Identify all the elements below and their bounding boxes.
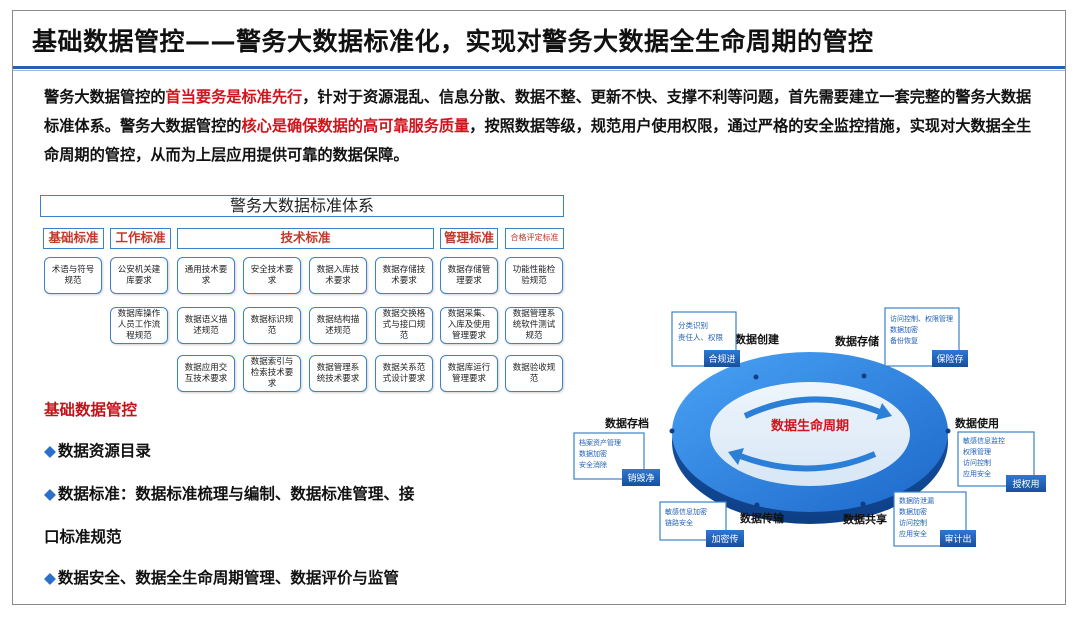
svg-text:敏感信息监控: 敏感信息监控 bbox=[963, 436, 1005, 445]
section-title: 基础数据管控 bbox=[44, 401, 138, 419]
svg-text:应用安全: 应用安全 bbox=[963, 469, 991, 478]
stage-label-transfer: 数据传输 bbox=[740, 511, 785, 525]
tag-share bbox=[940, 530, 976, 547]
page-title: 基础数据管控——警务大数据标准化，实现对警务大数据全生命周期的管控 bbox=[32, 27, 874, 56]
svg-text:数据加密: 数据加密 bbox=[890, 325, 918, 334]
std-box: 通用技术要求 bbox=[177, 257, 235, 294]
std-box: 数据库运行管理要求 bbox=[440, 355, 498, 392]
intro-highlight-1: 首当要务是标准先行 bbox=[165, 88, 303, 106]
svg-text:访问控制、权限管理: 访问控制、权限管理 bbox=[890, 314, 953, 323]
std-box: 数据库操作人员工作流程规范 bbox=[110, 307, 168, 344]
std-box: 数据语义描述规范 bbox=[177, 307, 235, 344]
std-box: 数据应用交互技术要求 bbox=[177, 355, 235, 392]
svg-text:敏感信息加密: 敏感信息加密 bbox=[665, 507, 707, 516]
title-divider-thin bbox=[13, 70, 1065, 71]
std-box: 数据结构描述规范 bbox=[309, 307, 367, 344]
svg-text:数据加密: 数据加密 bbox=[579, 449, 607, 458]
bullet-diamond-icon: ◆ bbox=[44, 569, 56, 587]
svg-text:访问控制: 访问控制 bbox=[963, 458, 991, 467]
svg-text:授权用: 授权用 bbox=[1012, 478, 1039, 490]
category-tech: 技术标准 bbox=[177, 228, 434, 249]
category-basic: 基础标准 bbox=[43, 228, 104, 249]
bullet-continuation: 口标准规范 bbox=[44, 528, 122, 546]
std-box: 数据标识规范 bbox=[243, 307, 301, 344]
std-box: 数据索引与检索技术要求 bbox=[243, 355, 301, 392]
std-box: 数据管理系统软件测试规范 bbox=[505, 307, 563, 344]
svg-text:权限管理: 权限管理 bbox=[963, 447, 991, 456]
bullet-item: ◆数据资源目录 bbox=[44, 442, 151, 460]
intro-paragraph: 警务大数据管控的首当要务是标准先行，针对于资源混乱、信息分散、数据不整、更新不快… bbox=[44, 83, 1044, 170]
stage-box-share: 数据防泄漏 数据加密 访问控制 应用安全 审计出 bbox=[893, 491, 976, 547]
std-box: 数据关系范式设计要求 bbox=[375, 355, 433, 392]
title-divider bbox=[13, 66, 1065, 69]
std-box: 数据入库技术要求 bbox=[309, 257, 367, 294]
stage-label-archive: 数据存档 bbox=[605, 416, 649, 430]
svg-text:合规进: 合规进 bbox=[708, 353, 735, 365]
std-box: 数据存储技术要求 bbox=[375, 257, 433, 294]
svg-text:应用安全: 应用安全 bbox=[899, 529, 927, 538]
std-box: 数据存储管理要求 bbox=[440, 257, 498, 294]
tag-transfer bbox=[706, 530, 744, 547]
tag-archive bbox=[622, 469, 660, 486]
std-box: 公安机关建库要求 bbox=[110, 257, 168, 294]
std-box: 数据验收规范 bbox=[505, 355, 563, 392]
intro-text-1: 警务大数据管控的 bbox=[44, 88, 166, 106]
std-box: 功能性能检验规范 bbox=[505, 257, 563, 294]
svg-text:销毁净: 销毁净 bbox=[627, 472, 654, 484]
cycle-arrow-bottom bbox=[738, 451, 877, 472]
stage-box-create: 分类识别 责任人、权限 合规进 bbox=[671, 311, 740, 367]
cycle-arrow-top bbox=[743, 396, 882, 419]
bullet-diamond-icon: ◆ bbox=[44, 485, 56, 503]
intro-text-3: ，按照数据等级，规范用户使用权限，通过严格的安全监控措施，实现对大数据全生命周期… bbox=[44, 117, 1032, 164]
svg-text:档案资产管理: 档案资产管理 bbox=[579, 438, 621, 447]
tag-store bbox=[932, 350, 968, 367]
svg-text:责任人、权限: 责任人、权限 bbox=[678, 332, 723, 342]
stage-box-use: 敏感信息监控 权限管理 访问控制 应用安全 授权用 bbox=[957, 431, 1046, 492]
svg-text:备份恢复: 备份恢复 bbox=[890, 336, 918, 345]
svg-text:数据防泄漏: 数据防泄漏 bbox=[899, 496, 934, 505]
svg-text:审计出: 审计出 bbox=[944, 533, 971, 545]
cycle-arrow-head-bottom bbox=[728, 448, 744, 465]
svg-text:数据加密: 数据加密 bbox=[899, 507, 927, 516]
category-conformity: 合格评定标准 bbox=[505, 228, 564, 249]
category-management: 管理标准 bbox=[440, 228, 498, 249]
stage-box-store: 访问控制、权限管理 数据加密 备份恢复 保险存 bbox=[884, 307, 968, 367]
lifecycle-diagram: 数据生命周期 数据创建 数据存储 数据使用 数据共享 数据传输 数据存档 分类识… bbox=[573, 307, 1046, 547]
stage-label-store: 数据存储 bbox=[835, 334, 879, 348]
svg-text:分类识别: 分类识别 bbox=[678, 320, 708, 330]
lifecycle-center-label: 数据生命周期 bbox=[771, 418, 849, 434]
standards-header: 警务大数据标准体系 bbox=[40, 195, 564, 217]
tag-create bbox=[704, 350, 740, 367]
std-box: 数据交换格式与接口规范 bbox=[375, 307, 433, 344]
svg-text:加密传: 加密传 bbox=[711, 533, 738, 545]
bullet-item: ◆数据安全、数据全生命周期管理、数据评价与监管 bbox=[44, 569, 399, 587]
stage-label-use: 数据使用 bbox=[955, 416, 999, 430]
std-box: 数据管理系统技术要求 bbox=[309, 355, 367, 392]
cycle-arrow-head-top bbox=[876, 403, 892, 420]
tag-use bbox=[1006, 475, 1046, 492]
bullet-diamond-icon: ◆ bbox=[44, 442, 56, 460]
svg-text:安全消除: 安全消除 bbox=[579, 460, 607, 469]
slide-frame bbox=[12, 10, 1066, 605]
svg-text:保险存: 保险存 bbox=[936, 353, 963, 365]
stage-box-archive: 档案资产管理 数据加密 安全消除 销毁净 bbox=[573, 432, 660, 486]
std-box: 数据采集、入库及使用管理要求 bbox=[440, 307, 498, 344]
std-box: 术语与符号规范 bbox=[44, 257, 102, 294]
category-work: 工作标准 bbox=[110, 228, 171, 249]
intro-text-2: ，针对于资源混乱、信息分散、数据不整、更新不快、支撑不利等问题，首先需要建立一套… bbox=[44, 88, 1032, 135]
stage-label-create: 数据创建 bbox=[735, 332, 780, 346]
std-box: 安全技术要求 bbox=[243, 257, 301, 294]
stage-label-share: 数据共享 bbox=[843, 512, 887, 526]
intro-highlight-2: 核心是确保数据的高可靠服务质量 bbox=[241, 117, 470, 135]
stage-box-transfer: 敏感信息加密 链路安全 加密传 bbox=[659, 501, 744, 547]
svg-text:访问控制: 访问控制 bbox=[899, 518, 927, 527]
svg-text:链路安全: 链路安全 bbox=[665, 518, 693, 527]
bullet-item: ◆数据标准：数据标准梳理与编制、数据标准管理、接 bbox=[44, 485, 415, 503]
